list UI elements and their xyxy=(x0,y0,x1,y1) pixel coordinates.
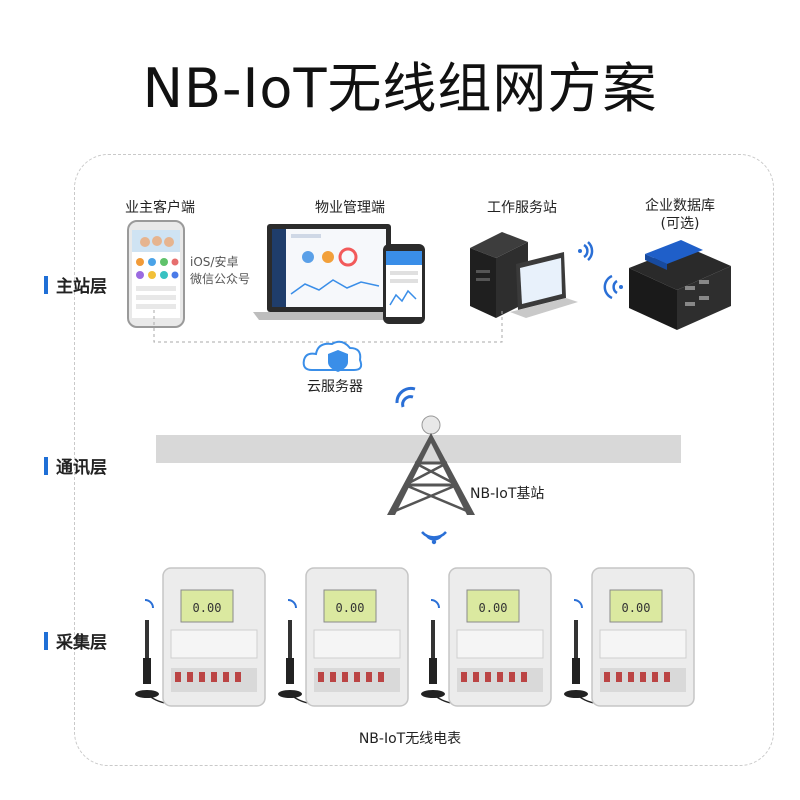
mobile-app-icon xyxy=(383,244,425,324)
svg-text:0.00: 0.00 xyxy=(479,601,508,615)
owner-client-caption: 业主客户端 xyxy=(125,200,195,216)
page-title: NB-IoT无线组网方案 xyxy=(142,57,658,120)
layer-marker xyxy=(44,275,48,294)
base-station-caption: NB-IoT基站 xyxy=(470,486,545,502)
electric-meter-icon: 0.00 xyxy=(421,567,552,707)
smartphone-icon xyxy=(127,220,185,328)
svg-text:0.00: 0.00 xyxy=(622,601,651,615)
diagram-frame xyxy=(74,154,774,766)
layer-label-master: 主站层 xyxy=(44,272,107,297)
enterprise-db-caption: 企业数据库 (可选) xyxy=(620,197,740,233)
electric-meter-icon: 0.00 xyxy=(564,567,695,707)
layer-marker xyxy=(44,631,48,650)
layer-marker xyxy=(44,456,48,475)
layer-label-collect: 采集层 xyxy=(44,628,107,653)
layer-comm-text: 通讯层 xyxy=(56,458,107,478)
database-server-icon xyxy=(629,240,731,330)
electric-meter-icon: 0.00 xyxy=(278,567,409,707)
owner-client-note-2: 微信公众号 xyxy=(190,272,251,286)
owner-client-note-1: iOS/安卓 xyxy=(190,255,239,269)
layer-collect-text: 采集层 xyxy=(56,633,107,653)
connection-line xyxy=(153,310,503,343)
wifi-signal-icon xyxy=(421,531,447,545)
laptop-icon xyxy=(253,224,405,320)
wifi-signal-icon xyxy=(603,274,623,300)
enterprise-db-caption-1: 企业数据库 xyxy=(645,198,715,214)
electric-meter-icon: 0.00 xyxy=(135,567,266,707)
cell-tower-icon xyxy=(387,386,475,515)
work-station-caption: 工作服务站 xyxy=(487,200,557,216)
wifi-signal-icon xyxy=(578,241,594,261)
owner-client-note: iOS/安卓 微信公众号 xyxy=(190,254,250,288)
layer-master-text: 主站层 xyxy=(56,277,107,297)
enterprise-db-caption-2: (可选) xyxy=(660,216,700,232)
cloud-server-caption: 云服务器 xyxy=(307,379,363,395)
workstation-icon xyxy=(470,232,578,318)
svg-text:0.00: 0.00 xyxy=(193,601,222,615)
meters-caption: NB-IoT无线电表 xyxy=(358,731,462,747)
cloud-server-icon xyxy=(302,340,363,372)
svg-text:0.00: 0.00 xyxy=(336,601,365,615)
property-mgmt-caption: 物业管理端 xyxy=(315,200,385,216)
layer-label-comm: 通讯层 xyxy=(44,453,107,478)
